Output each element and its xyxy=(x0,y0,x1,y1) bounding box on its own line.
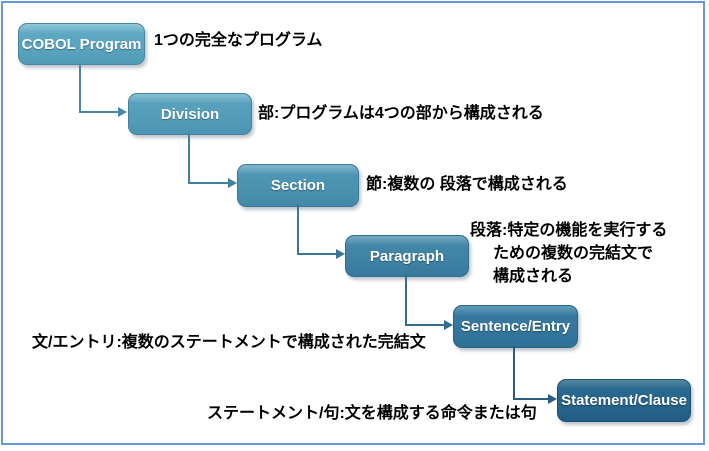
node-cobol-program: COBOL Program xyxy=(18,23,145,65)
arrow-right-icon xyxy=(118,107,127,117)
node-division: Division xyxy=(128,93,252,135)
node-statement-clause: Statement/Clause xyxy=(557,379,691,422)
annotation-section: 節:複数の 段落で構成される xyxy=(366,176,568,193)
connector-line xyxy=(297,204,299,255)
annotation-division: 部:プログラムは4つの部から構成される xyxy=(258,105,544,122)
connector-line xyxy=(513,346,515,400)
node-section: Section xyxy=(237,164,359,207)
connector-line xyxy=(79,63,81,113)
annotation-paragraph: 段落:特定の機能を実行する ための複数の完結文で 構成される xyxy=(470,219,667,288)
annotation-sentence-entry: 文/エントリ:複数のステートメントで構成された完結文 xyxy=(32,334,426,351)
arrow-right-icon xyxy=(548,394,557,404)
connector-line xyxy=(405,275,407,326)
annotation-statement-clause: ステートメント/句:文を構成する命令または句 xyxy=(207,405,537,422)
connector-line xyxy=(405,324,445,326)
node-sentence-entry: Sentence/Entry xyxy=(453,305,578,348)
annotation-paragraph-line2: ための複数の完結文で xyxy=(493,245,654,262)
connector-line xyxy=(513,398,549,400)
connector-line xyxy=(297,253,337,255)
arrow-right-icon xyxy=(228,178,237,188)
annotation-cobol-program: 1つの完全なプログラム xyxy=(154,32,323,49)
annotation-paragraph-line1: 段落:特定の機能を実行する xyxy=(470,222,668,239)
connector-line xyxy=(79,111,119,113)
connector-line xyxy=(188,133,190,184)
arrow-right-icon xyxy=(444,320,453,330)
connector-line xyxy=(188,182,229,184)
annotation-paragraph-line3: 構成される xyxy=(493,268,574,285)
node-paragraph: Paragraph xyxy=(345,235,469,277)
arrow-right-icon xyxy=(336,249,345,259)
